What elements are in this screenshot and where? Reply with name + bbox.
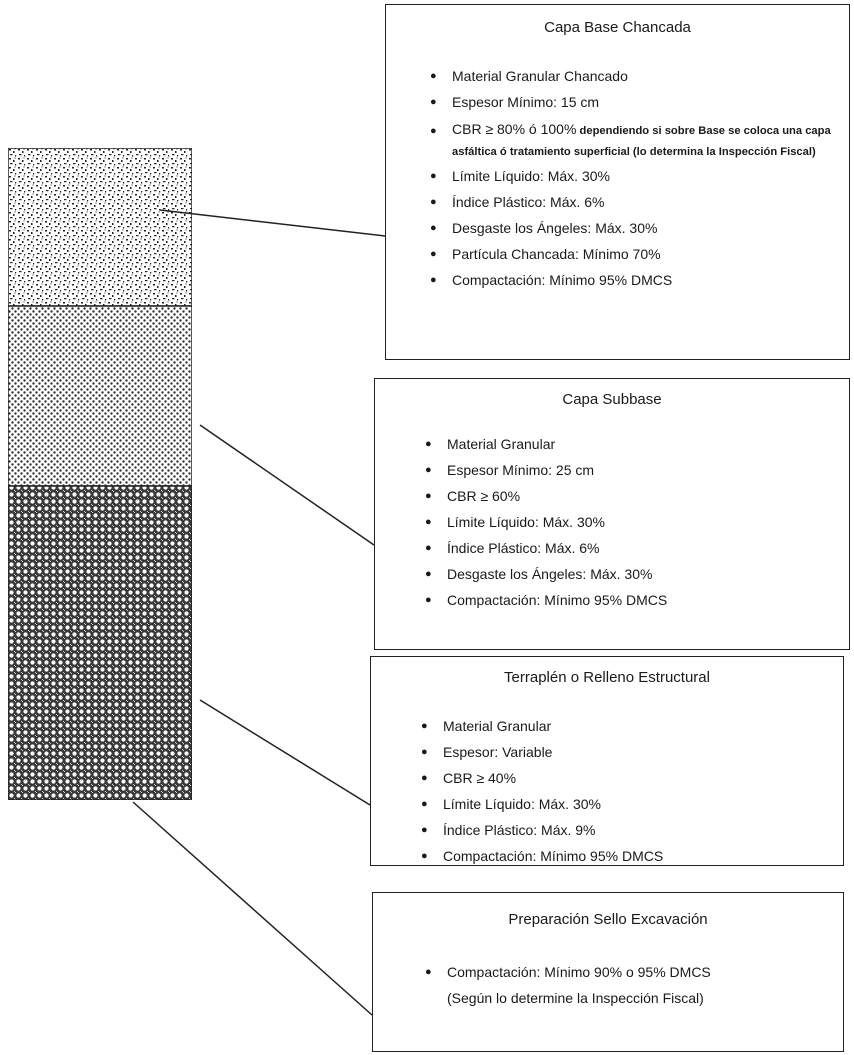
bullet-icon: ● (430, 96, 437, 108)
list-item: ●Espesor Mínimo: 15 cm (430, 89, 848, 115)
bullet-icon: ● (430, 274, 437, 286)
layer-column-graphic (8, 148, 192, 800)
box-title: Preparación Sello Excavación (508, 911, 708, 928)
list-item: ●Espesor Mínimo: 25 cm (425, 457, 667, 483)
bullet-icon: ● (425, 516, 432, 528)
box-title: Capa Base Chancada (544, 19, 691, 36)
bullet-icon: ● (425, 568, 432, 580)
list-item: ●Desgaste los Ángeles: Máx. 30% (425, 561, 667, 587)
bullet-icon: ● (421, 798, 428, 810)
bullet-icon: ● (425, 438, 432, 450)
bullet-icon: ● (430, 125, 437, 137)
list-item: ●Índice Plástico: Máx. 6% (430, 189, 848, 215)
bullet-icon: ● (421, 824, 428, 836)
box-terraplen: Terraplén o Relleno Estructural ●Materia… (370, 656, 844, 866)
bullet-icon: ● (425, 966, 432, 978)
list-item: ●Índice Plástico: Máx. 9% (421, 817, 663, 843)
connector-base (159, 209, 386, 237)
bullet-icon: ● (425, 542, 432, 554)
list-item: ●Desgaste los Ángeles: Máx. 30% (430, 215, 848, 241)
list-item: ●Material Granular (425, 431, 667, 457)
list-item: ●Compactación: Mínimo 95% DMCS (421, 843, 663, 869)
bullet-icon: ● (421, 850, 428, 862)
list-item: ●Material Granular Chancado (430, 63, 848, 89)
item-list: ●Material Granular Chancado ●Espesor Mín… (430, 63, 848, 293)
list-item-cbr: ●CBR ≥ 80% ó 100% dependiendo si sobre B… (430, 121, 831, 158)
bullet-icon: ● (425, 594, 432, 606)
box-title: Terraplén o Relleno Estructural (504, 669, 710, 686)
connector-terraplen (199, 699, 371, 806)
box-capa-base: Capa Base Chancada ●Material Granular Ch… (385, 4, 850, 360)
layer-column (8, 148, 192, 800)
bullet-icon: ● (430, 248, 437, 260)
list-item: ●Espesor: Variable (421, 739, 663, 765)
bullet-icon: ● (425, 464, 432, 476)
list-item: ●Partícula Chancada: Mínimo 70% (430, 241, 848, 267)
bullet-icon: ● (430, 170, 437, 182)
layer-terraplen (8, 485, 192, 800)
bullet-icon: ● (425, 490, 432, 502)
layer-subbase (8, 305, 192, 487)
list-item: ●CBR ≥ 40% (421, 765, 663, 791)
list-item: ●Compactación: Mínimo 95% DMCS (425, 587, 667, 613)
bullet-icon: ● (430, 222, 437, 234)
list-item: ●Compactación: Mínimo 90% o 95% DMCS(Seg… (425, 959, 711, 1011)
bullet-icon: ● (421, 746, 428, 758)
list-item: ●Compactación: Mínimo 95% DMCS (430, 267, 848, 293)
list-item: ●CBR ≥ 60% (425, 483, 667, 509)
connector-subbase (199, 424, 375, 546)
item-list: ●Material Granular ●Espesor: Variable ●C… (421, 713, 663, 869)
connector-sello (132, 801, 373, 1016)
box-sello-excavacion: Preparación Sello Excavación ●Compactaci… (372, 892, 844, 1052)
bullet-icon: ● (430, 70, 437, 82)
list-item: ●Índice Plástico: Máx. 6% (425, 535, 667, 561)
bullet-icon: ● (430, 196, 437, 208)
item-list: ●Material Granular ●Espesor Mínimo: 25 c… (425, 431, 667, 613)
box-title: Capa Subbase (562, 391, 662, 408)
list-item: ●Límite Líquido: Máx. 30% (430, 163, 848, 189)
list-item: ●Límite Líquido: Máx. 30% (421, 791, 663, 817)
box-capa-subbase: Capa Subbase ●Material Granular ●Espesor… (374, 378, 850, 650)
bullet-icon: ● (421, 720, 428, 732)
layer-base (8, 148, 192, 307)
list-item: ●Material Granular (421, 713, 663, 739)
list-item: ●Límite Líquido: Máx. 30% (425, 509, 667, 535)
item-list: ●Compactación: Mínimo 90% o 95% DMCS(Seg… (425, 959, 711, 1011)
bullet-icon: ● (421, 772, 428, 784)
